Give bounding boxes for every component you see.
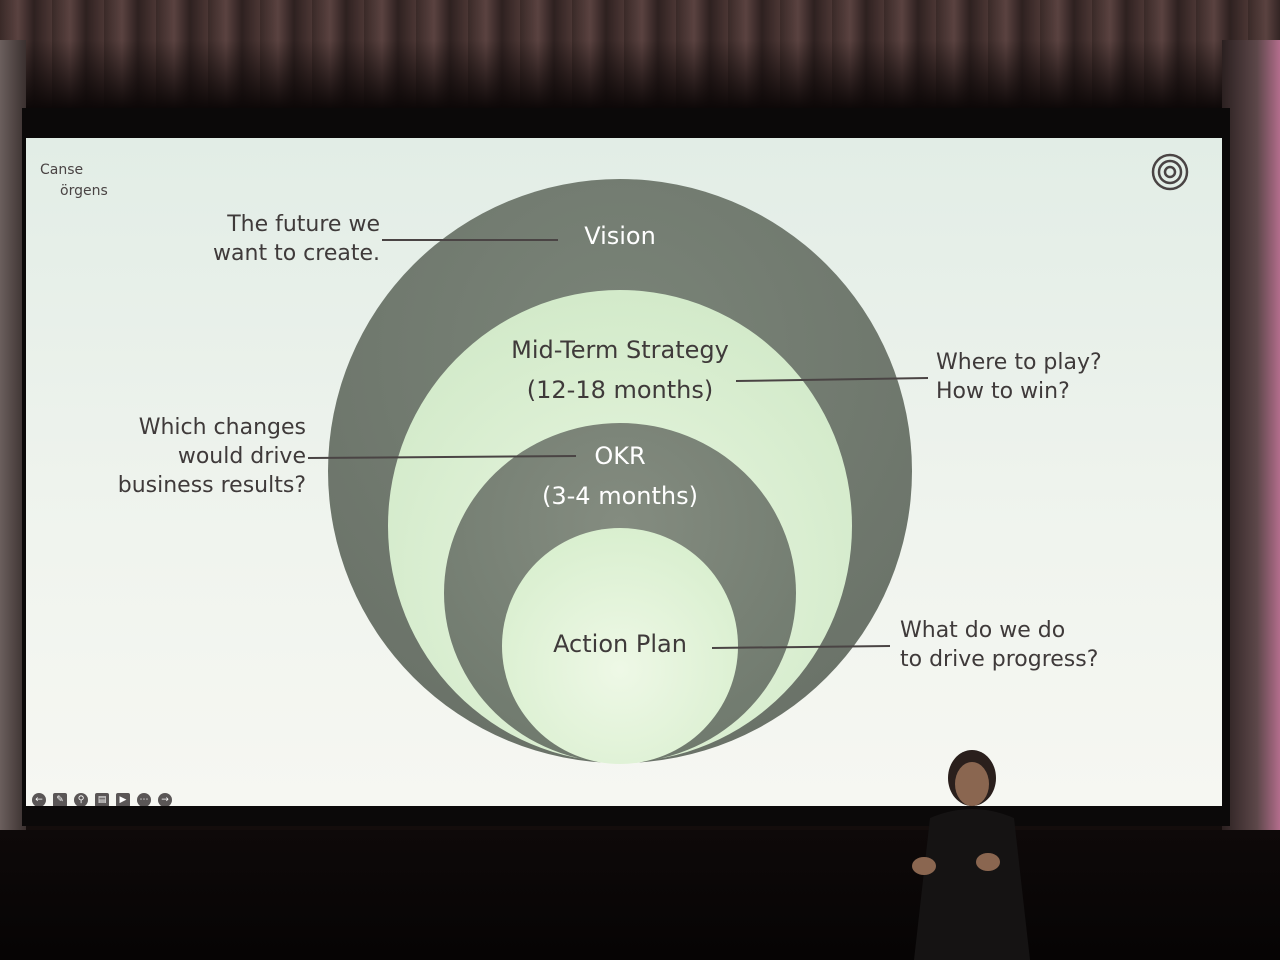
vision-annotation: The future we want to create.	[196, 210, 380, 268]
presenter-figure	[912, 750, 1030, 960]
back-icon[interactable]: ←	[32, 793, 46, 806]
okr-duration: (3-4 months)	[542, 482, 698, 510]
logo-line-1: Canse	[40, 162, 84, 178]
curtain-right	[1222, 40, 1280, 960]
okr-annotation-line: business results?	[117, 473, 306, 498]
action-annotation-line: to drive progress?	[900, 647, 1099, 672]
camera-icon[interactable]: ▶	[116, 793, 130, 806]
vision-annotation-line: The future we	[227, 212, 380, 237]
action-plan-label: Action Plan	[553, 630, 687, 658]
okr-label: OKR	[594, 442, 646, 470]
okr-annotation-line: Which changes	[138, 415, 306, 440]
okr-annotation: Which changes would drive business resul…	[86, 413, 306, 500]
strategy-duration: (12-18 months)	[526, 376, 714, 404]
strategy-connector	[735, 377, 929, 382]
brand-logo: Canse örgens	[40, 160, 108, 202]
strategy-annotation-line: How to win?	[936, 379, 1070, 404]
spiral-icon	[1151, 153, 1189, 191]
zoom-icon[interactable]: ⚲	[74, 793, 88, 806]
stage-floor	[0, 830, 1280, 960]
strategy-annotation: Where to play? How to win?	[936, 348, 1102, 406]
nested-circles-diagram	[307, 179, 929, 764]
action-connector	[711, 645, 891, 649]
okr-annotation-line: would drive	[177, 444, 306, 469]
strategy-annotation-line: Where to play?	[936, 350, 1102, 375]
pen-icon[interactable]: ✎	[53, 793, 67, 806]
curtain-top	[0, 0, 1280, 110]
more-icon[interactable]: ⋯	[137, 793, 151, 806]
curtain-left	[0, 40, 26, 960]
action-circle	[502, 528, 738, 764]
action-annotation: What do we do to drive progress?	[900, 616, 1098, 674]
logo-line-2: örgens	[60, 183, 108, 199]
strategy-label: Mid-Term Strategy	[511, 336, 729, 364]
presenter-toolbar: ← ✎ ⚲ ▤ ▶ ⋯ →	[32, 793, 172, 806]
vision-label: Vision	[584, 222, 656, 250]
okr-connector	[307, 455, 577, 459]
captions-icon[interactable]: ▤	[95, 793, 109, 806]
vision-annotation-line: want to create.	[213, 241, 380, 266]
action-annotation-line: What do we do	[900, 618, 1066, 643]
projection-screen: Canse örgens Vision Mid-Term Strategy (1…	[26, 138, 1222, 806]
forward-icon[interactable]: →	[158, 793, 172, 806]
